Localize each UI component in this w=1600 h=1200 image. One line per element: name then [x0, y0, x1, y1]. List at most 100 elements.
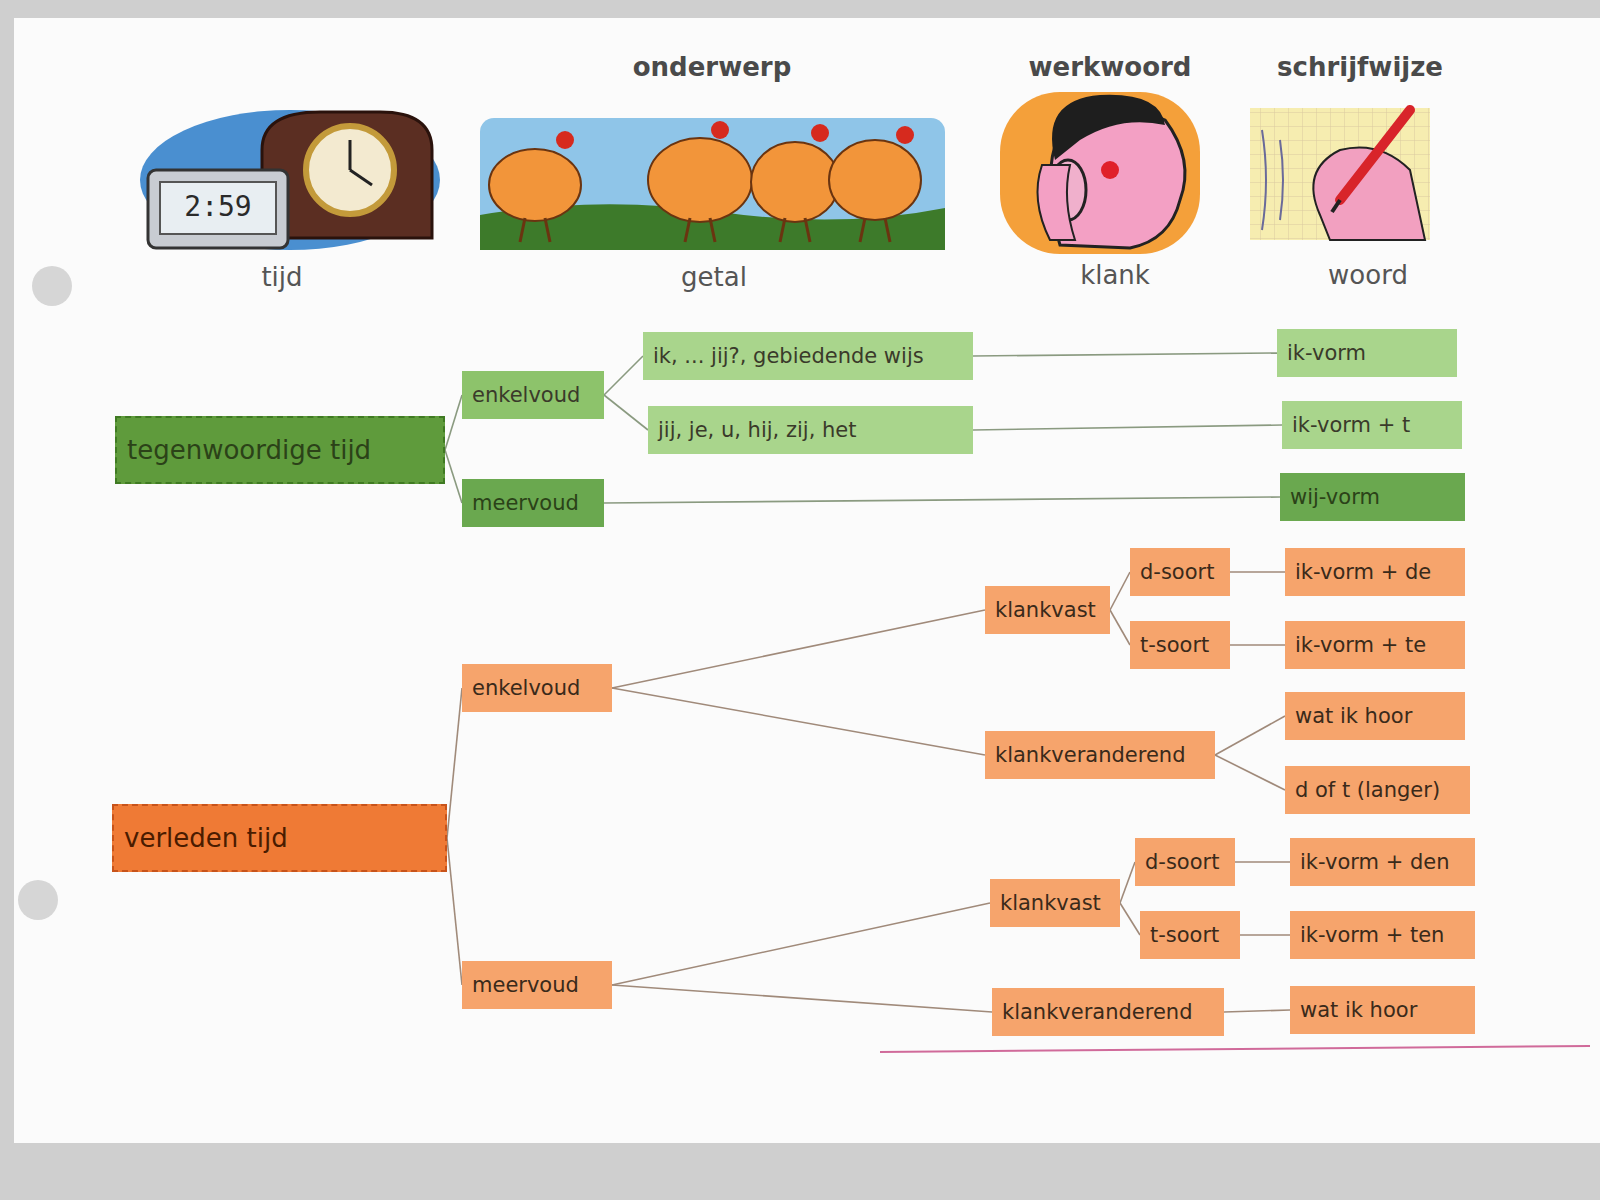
rule-line	[880, 1046, 1590, 1052]
label-text: woord	[1328, 260, 1408, 290]
row-heading: woord	[1328, 260, 1408, 290]
label-text: werkwoord	[1029, 52, 1192, 82]
tree-connector	[612, 688, 985, 755]
box-text: meervoud	[472, 491, 579, 515]
column-heading: werkwoord	[1029, 52, 1192, 82]
box-text: tegenwoordige tijd	[127, 435, 371, 465]
kind-box: t-soort	[1130, 621, 1230, 669]
spelling-box: ik-vorm + den	[1290, 838, 1475, 886]
box-text: wat ik hoor	[1300, 998, 1417, 1022]
label-text: onderwerp	[633, 52, 792, 82]
kind-box: t-soort	[1140, 911, 1240, 959]
box-text: jij, je, u, hij, zij, het	[658, 418, 856, 442]
tree-connector	[1240, 934, 1290, 936]
label-text: 2:59	[184, 190, 251, 223]
number-box: enkelvoud	[462, 371, 604, 419]
tense-box: tegenwoordige tijd	[115, 416, 445, 484]
subject-box: ik, ... jij?, gebiedende wijs	[643, 332, 973, 380]
tree-connector	[447, 838, 462, 985]
tree-connector	[604, 497, 1280, 503]
punch-hole	[18, 880, 58, 920]
row-heading: klank	[1080, 260, 1150, 290]
spelling-box: ik-vorm + te	[1285, 621, 1465, 669]
tree-connector	[1230, 644, 1285, 646]
chickens-illustration	[480, 118, 945, 250]
spelling-box: ik-vorm + de	[1285, 548, 1465, 596]
box-text: klankvast	[1000, 891, 1101, 915]
box-text: wij-vorm	[1290, 485, 1380, 509]
tree-connector	[612, 903, 990, 985]
clock-display: 2:59	[184, 190, 251, 223]
box-text: t-soort	[1140, 633, 1209, 657]
tree-connector	[1215, 755, 1285, 790]
label-text: getal	[681, 262, 747, 292]
tree-connector	[447, 688, 462, 838]
tree-connector	[1110, 572, 1130, 610]
tree-connector	[604, 395, 648, 430]
label-text: tijd	[261, 262, 302, 292]
spelling-box: wij-vorm	[1280, 473, 1465, 521]
kind-box: d-soort	[1135, 838, 1235, 886]
sound-box: klankveranderend	[992, 988, 1224, 1036]
column-heading: onderwerp	[633, 52, 792, 82]
spelling-box: d of t (langer)	[1285, 766, 1470, 814]
box-text: d of t (langer)	[1295, 778, 1440, 802]
box-text: meervoud	[472, 973, 579, 997]
box-text: ik, ... jij?, gebiedende wijs	[653, 344, 924, 368]
clock-illustration	[140, 110, 440, 250]
spelling-box: ik-vorm + ten	[1290, 911, 1475, 959]
box-text: verleden tijd	[124, 823, 288, 853]
sound-box: klankveranderend	[985, 731, 1215, 779]
box-text: ik-vorm + t	[1292, 413, 1410, 437]
column-heading: schrijfwijze	[1277, 52, 1443, 82]
sound-box: klankvast	[990, 879, 1120, 927]
number-box: enkelvoud	[462, 664, 612, 712]
box-text: d-soort	[1140, 560, 1214, 584]
row-heading: tijd	[261, 262, 302, 292]
box-text: t-soort	[1150, 923, 1219, 947]
label-text: schrijfwijze	[1277, 52, 1443, 82]
listening-head-illustration	[1000, 92, 1200, 254]
tree-connector	[1235, 861, 1290, 863]
punch-hole	[32, 266, 72, 306]
box-text: d-soort	[1145, 850, 1219, 874]
tree-connector	[604, 356, 643, 395]
label-text: klank	[1080, 260, 1150, 290]
tree-connector	[1215, 716, 1285, 755]
spelling-box: ik-vorm + t	[1282, 401, 1462, 449]
tree-connector	[1224, 1010, 1290, 1012]
box-text: enkelvoud	[472, 676, 580, 700]
tree-connector	[1230, 571, 1285, 573]
tree-connector	[973, 353, 1277, 356]
tree-connector	[1120, 903, 1140, 935]
box-text: klankveranderend	[995, 743, 1185, 767]
box-text: ik-vorm + de	[1295, 560, 1431, 584]
tense-box: verleden tijd	[112, 804, 447, 872]
spelling-box: ik-vorm	[1277, 329, 1457, 377]
box-text: ik-vorm + te	[1295, 633, 1426, 657]
spelling-box: wat ik hoor	[1285, 692, 1465, 740]
box-text: ik-vorm + ten	[1300, 923, 1444, 947]
box-text: klankveranderend	[1002, 1000, 1192, 1024]
tree-connector	[445, 450, 462, 503]
number-box: meervoud	[462, 961, 612, 1009]
subject-box: jij, je, u, hij, zij, het	[648, 406, 973, 454]
tree-connector	[445, 395, 462, 450]
writing-illustration	[1250, 108, 1430, 240]
tree-connector	[612, 610, 985, 688]
box-text: enkelvoud	[472, 383, 580, 407]
spelling-box: wat ik hoor	[1290, 986, 1475, 1034]
box-text: ik-vorm	[1287, 341, 1366, 365]
box-text: wat ik hoor	[1295, 704, 1412, 728]
number-box: meervoud	[462, 479, 604, 527]
sound-box: klankvast	[985, 586, 1110, 634]
row-heading: getal	[681, 262, 747, 292]
tree-connector	[1110, 610, 1130, 645]
tree-connector	[973, 425, 1282, 430]
box-text: klankvast	[995, 598, 1096, 622]
box-text: ik-vorm + den	[1300, 850, 1450, 874]
kind-box: d-soort	[1130, 548, 1230, 596]
tree-connector	[612, 985, 992, 1012]
tree-connector	[1120, 862, 1135, 903]
